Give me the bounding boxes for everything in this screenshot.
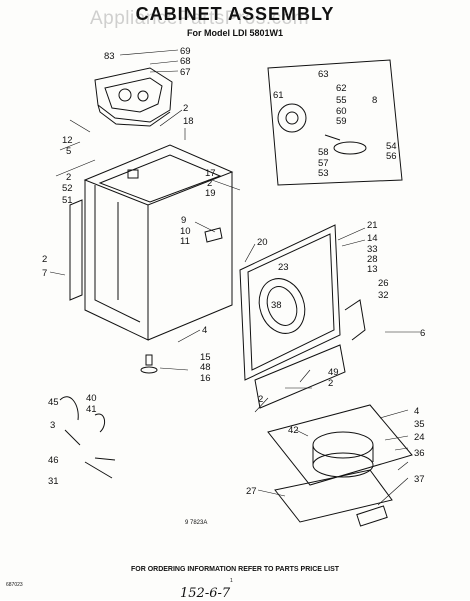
callout-40: 40 [86, 393, 97, 404]
control-console-part [94, 67, 173, 127]
callout-2-f: 2 [258, 394, 263, 405]
callout-19: 19 [205, 188, 216, 199]
callout-48: 48 [200, 362, 211, 373]
callout-53: 53 [318, 168, 329, 179]
drawer-handle-part [356, 505, 388, 527]
callout-2-a: 2 [183, 103, 188, 114]
callout-42: 42 [288, 425, 299, 436]
callout-32: 32 [378, 290, 389, 301]
callout-28: 28 [367, 254, 378, 265]
callout-2-b: 2 [66, 172, 71, 183]
callout-57: 57 [318, 158, 329, 169]
callout-67: 67 [180, 67, 191, 78]
callout-13: 13 [367, 264, 378, 275]
callout-27: 27 [246, 486, 257, 497]
callout-14: 14 [367, 233, 378, 244]
wire-harness-part [59, 396, 79, 421]
watermark: AppliancePartsPros.com [90, 8, 310, 29]
wire-part [84, 461, 113, 479]
callout-26: 26 [378, 278, 389, 289]
model-subtitle: For Model LDI 5801W1 [186, 28, 284, 38]
callout-15: 15 [200, 352, 211, 363]
cabinet-body-part [83, 144, 234, 341]
callout-33: 33 [367, 244, 378, 255]
callout-5: 5 [66, 146, 71, 157]
callout-17: 17 [205, 168, 216, 179]
callout-3: 3 [50, 420, 55, 431]
callout-12: 12 [62, 135, 73, 146]
callout-10: 10 [180, 226, 191, 237]
callout-41: 41 [86, 404, 97, 415]
callout-2-e: 2 [328, 378, 333, 389]
callout-54: 54 [386, 141, 397, 152]
motor-inset-box [267, 59, 403, 186]
figure-code: 9 7823A [185, 520, 207, 526]
callout-8: 8 [372, 95, 377, 106]
callout-6: 6 [420, 328, 425, 339]
callout-83: 83 [104, 51, 115, 62]
page-number: 1 [230, 578, 233, 584]
clip-part [94, 413, 106, 433]
callout-37: 37 [414, 474, 425, 485]
callout-45: 45 [48, 397, 59, 408]
ordering-note: FOR ORDERING INFORMATION REFER TO PARTS … [130, 566, 340, 573]
callout-38: 38 [271, 300, 282, 311]
callout-49: 49 [328, 367, 339, 378]
hinge-bracket-part [204, 227, 223, 243]
callout-9: 9 [181, 215, 186, 226]
callout-24: 24 [414, 432, 425, 443]
drawer-panel-part [274, 469, 393, 523]
callout-4-a: 4 [202, 325, 207, 336]
callout-11: 11 [180, 236, 190, 247]
callout-60: 60 [336, 106, 347, 117]
callout-16: 16 [200, 373, 211, 384]
screw-part [64, 429, 81, 446]
callout-31: 31 [48, 476, 59, 487]
callout-7: 7 [42, 268, 47, 279]
page-title: CABINET ASSEMBLY [135, 4, 335, 24]
leveling-foot-part [140, 354, 158, 374]
callout-69: 69 [180, 46, 191, 57]
callout-62: 62 [336, 83, 347, 94]
latch-bracket-part [344, 299, 366, 341]
document-code: 687023 [6, 582, 23, 588]
callout-63: 63 [318, 69, 329, 80]
callout-58: 58 [318, 147, 329, 158]
callout-21: 21 [367, 220, 378, 231]
side-panel-part [69, 199, 83, 301]
toe-panel-part [254, 344, 346, 409]
callout-59: 59 [336, 116, 347, 127]
handwritten-note: 152-6-7 [180, 586, 231, 601]
callout-36: 36 [414, 448, 425, 459]
callout-52: 52 [62, 183, 73, 194]
callout-56: 56 [386, 151, 397, 162]
callout-4-b: 4 [414, 406, 419, 417]
callout-18: 18 [183, 116, 194, 127]
callout-20: 20 [257, 237, 268, 248]
bolt-part [94, 457, 116, 461]
callout-35: 35 [414, 419, 425, 430]
callout-46: 46 [48, 455, 59, 466]
base-panel-part [267, 404, 413, 486]
callout-23: 23 [278, 262, 289, 273]
callout-61: 61 [273, 90, 284, 101]
callout-2-c: 2 [207, 178, 212, 189]
callout-68: 68 [180, 56, 191, 67]
callout-2-d: 2 [42, 254, 47, 265]
callout-55: 55 [336, 95, 347, 106]
front-panel-part [239, 224, 341, 381]
callout-51: 51 [62, 195, 73, 206]
